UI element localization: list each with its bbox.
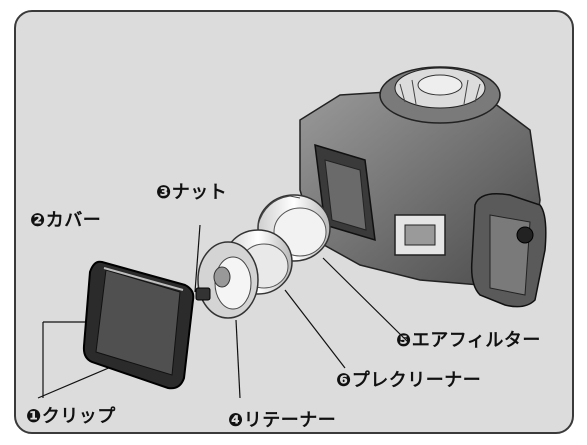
label-clip: ❶クリップ: [26, 406, 116, 427]
nut-part: [195, 287, 211, 301]
retainer-part: [197, 241, 259, 319]
label-nut: ❸ナット: [156, 182, 228, 203]
label-cover: ❷カバー: [30, 210, 102, 231]
engine: [299, 66, 547, 308]
label-retainer: ❹リテーナー: [228, 410, 337, 431]
label-pre-cleaner: ❻プレクリーナー: [336, 370, 482, 391]
label-air-filter: ❺エアフィルター: [396, 330, 541, 351]
cover-part: [82, 260, 195, 390]
